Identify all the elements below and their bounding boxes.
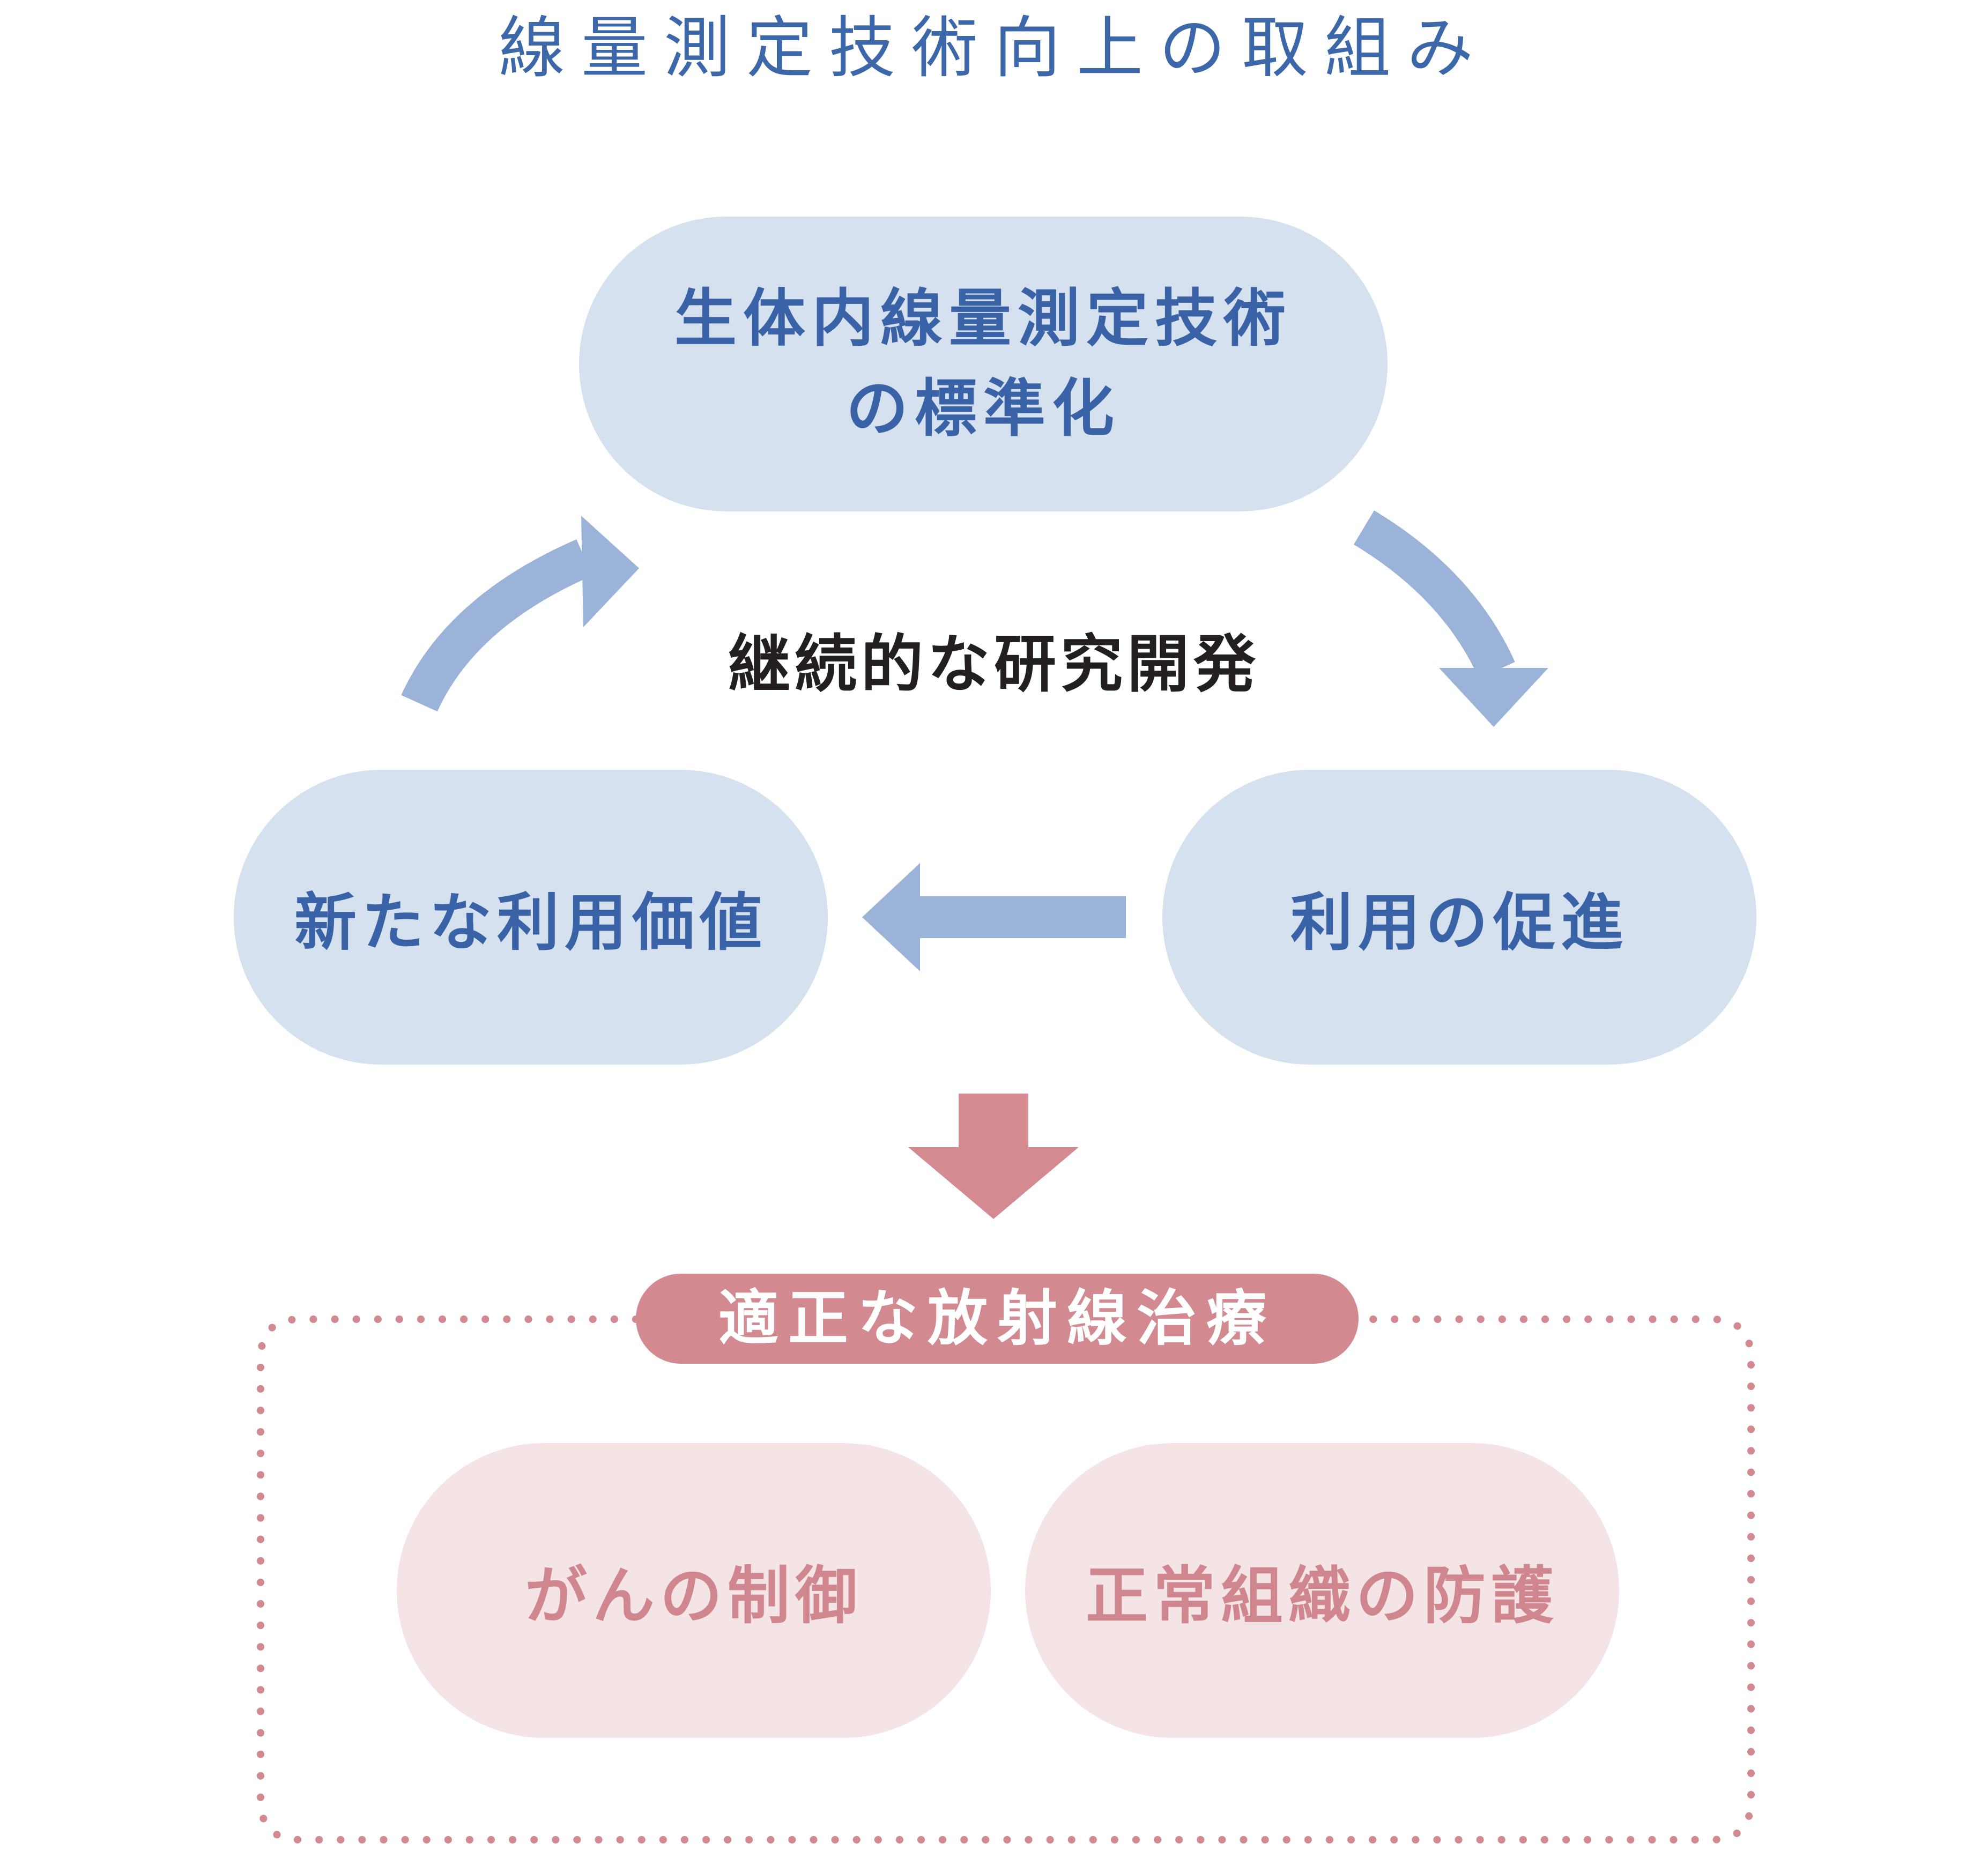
outcome-tag: 適正な放射線治療: [636, 1274, 1359, 1364]
pill-standardization: 生体内線量測定技術 の標準化: [579, 217, 1388, 511]
pill-standardization-line1: 生体内線量測定技術: [674, 283, 1292, 355]
pill-new-value: 新たな利用価値: [234, 770, 828, 1065]
arrow-right-to-left: [862, 863, 1126, 971]
arrow-left-to-top: [401, 516, 639, 712]
diagram-title: 線量測定技術向上の取組み: [498, 10, 1489, 87]
pill-new-value-label: 新たな利用価値: [294, 887, 767, 959]
pill-normal-tissue-protection: 正常組織の防護: [1025, 1443, 1619, 1738]
pill-cancer-control-label: がんの制御: [525, 1560, 863, 1632]
pill-normal-tissue-protection-label: 正常組織の防護: [1086, 1560, 1559, 1632]
arrow-top-to-right: [1353, 510, 1548, 727]
center-label: 継続的な研究開発: [728, 628, 1260, 701]
arrow-down: [908, 1094, 1079, 1219]
pill-cancer-control: がんの制御: [397, 1443, 991, 1738]
outcome-frame: [257, 1315, 1755, 1843]
pill-promotion-label: 利用の促進: [1290, 887, 1628, 959]
pill-promotion: 利用の促進: [1162, 770, 1756, 1065]
pill-standardization-line2: の標準化: [846, 373, 1121, 445]
